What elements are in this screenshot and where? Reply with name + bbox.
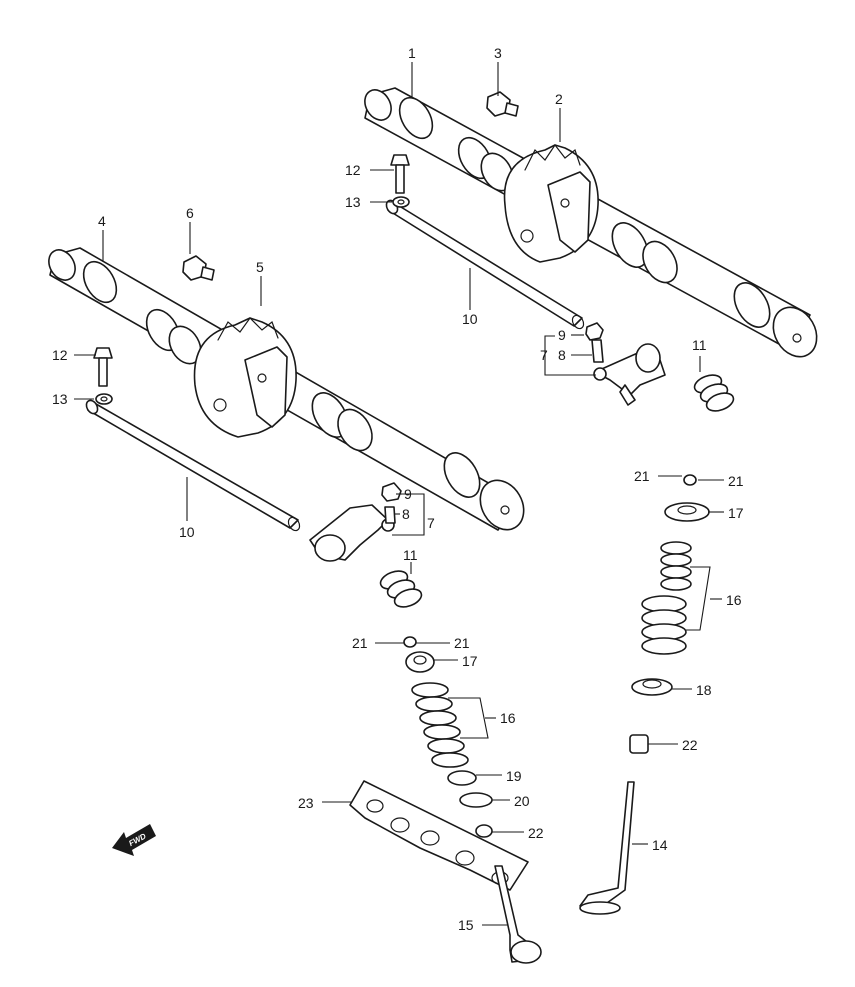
callout-8: 8 <box>558 347 566 363</box>
callout-21: 21 <box>454 635 470 651</box>
callout-22: 22 <box>528 825 544 841</box>
rocker-arm-lower <box>309 504 395 562</box>
callout-4: 4 <box>98 213 106 229</box>
leader-lines <box>74 62 724 926</box>
shim-spring-upper <box>693 374 735 412</box>
callout-14: 14 <box>652 837 668 853</box>
callout-12: 12 <box>345 162 361 178</box>
callout-3: 3 <box>494 45 502 61</box>
cotter-left <box>403 636 417 648</box>
washer-lower <box>95 393 113 405</box>
valve-right <box>579 781 635 915</box>
callout-12: 12 <box>52 347 68 363</box>
callout-18: 18 <box>696 682 712 698</box>
spring-seat-right <box>631 678 673 696</box>
stem-seal-left <box>475 824 493 838</box>
callout-1: 1 <box>408 45 416 61</box>
valve-spring-left <box>411 682 469 768</box>
callout-21: 21 <box>728 473 744 489</box>
callout-9: 9 <box>404 486 412 502</box>
washer-upper <box>392 196 410 208</box>
callout-13: 13 <box>52 391 68 407</box>
bolt-lower <box>93 347 113 387</box>
callout-17: 17 <box>462 653 478 669</box>
callout-15: 15 <box>458 917 474 933</box>
sprocket-bolt-lower <box>182 255 215 281</box>
callout-21: 21 <box>634 468 650 484</box>
valve-left <box>494 865 542 964</box>
sprocket-bolt-upper <box>486 91 519 117</box>
fwd-arrow-icon: FWD <box>112 824 156 856</box>
locknut-lower <box>381 482 402 502</box>
spring-retainer-right <box>664 502 710 522</box>
stem-seal-right <box>629 734 649 754</box>
locknut-upper <box>585 322 604 341</box>
callout-7: 7 <box>540 347 548 363</box>
spring-retainer-left <box>405 651 435 673</box>
callout-22: 22 <box>682 737 698 753</box>
callout-7: 7 <box>427 515 435 531</box>
spring-seat-left <box>459 792 493 808</box>
callout-23: 23 <box>298 795 314 811</box>
callout-16: 16 <box>726 592 742 608</box>
callout-2: 2 <box>555 91 563 107</box>
callout-13: 13 <box>345 194 361 210</box>
adjust-screw-upper <box>591 339 604 363</box>
rocker-shaft-lower <box>85 399 301 532</box>
callout-10: 10 <box>179 524 195 540</box>
callout-16: 16 <box>500 710 516 726</box>
callout-21: 21 <box>352 635 368 651</box>
callout-11: 11 <box>692 337 707 353</box>
callout-8: 8 <box>402 506 410 522</box>
callout-10: 10 <box>462 311 478 327</box>
spring-seat-lower-left <box>447 770 477 786</box>
bolt-upper <box>390 154 410 194</box>
callout-9: 9 <box>558 327 566 343</box>
callout-20: 20 <box>514 793 530 809</box>
callout-6: 6 <box>186 205 194 221</box>
cotter-right <box>683 474 697 486</box>
rocker-arm-upper <box>593 343 666 406</box>
shim-spring-lower <box>379 570 423 608</box>
cam-sprocket-lower <box>193 317 297 438</box>
callout-19: 19 <box>506 768 522 784</box>
callout-5: 5 <box>256 259 264 275</box>
callout-labels: 1 3 2 12 13 4 6 5 12 13 10 10 9 8 7 9 8 … <box>52 45 744 933</box>
valve-guide-plate <box>349 780 529 891</box>
cam-sprocket-upper <box>503 143 599 263</box>
callout-17: 17 <box>728 505 744 521</box>
valve-spring-right <box>641 541 692 655</box>
adjust-screw-lower <box>384 506 396 524</box>
callout-11: 11 <box>403 547 418 563</box>
